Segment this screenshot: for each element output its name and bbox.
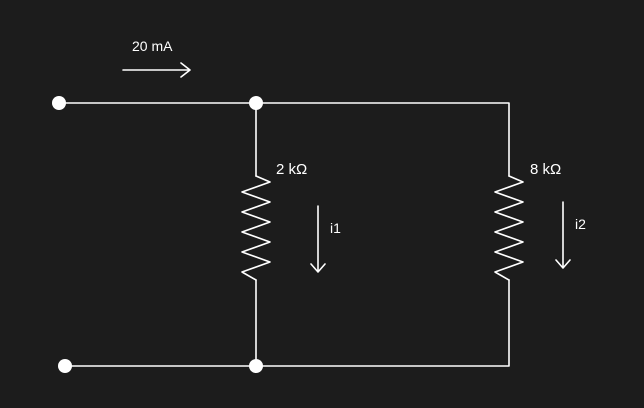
terminal-bottom-dot xyxy=(58,359,72,373)
source-current-label: 20 mA xyxy=(132,38,173,54)
resistor-right-value: 8 kΩ xyxy=(530,161,561,178)
terminal-top-dot xyxy=(52,96,66,110)
current-arrow-right-icon xyxy=(555,201,571,269)
top-wire xyxy=(58,102,510,177)
resistor-left xyxy=(241,175,271,281)
source-current-arrow-icon xyxy=(122,62,191,78)
current-arrow-left-icon xyxy=(310,205,326,273)
bottom-wire xyxy=(64,279,510,367)
current-left-label: i1 xyxy=(330,220,341,236)
resistor-right xyxy=(494,175,524,281)
current-right-label: i2 xyxy=(575,216,586,232)
junction-bottom-dot xyxy=(249,359,263,373)
resistor-left-value: 2 kΩ xyxy=(276,161,307,178)
junction-top-dot xyxy=(249,96,263,110)
